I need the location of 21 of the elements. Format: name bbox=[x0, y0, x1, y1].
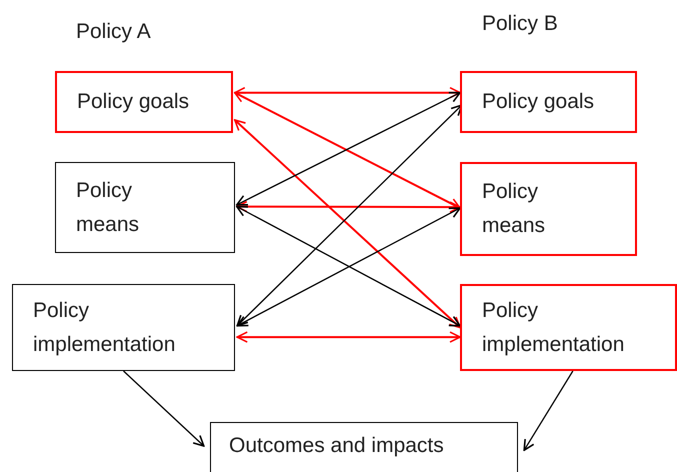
process-box bbox=[12, 284, 235, 371]
box-label: Policy means bbox=[76, 178, 140, 238]
process-box bbox=[460, 71, 637, 133]
process-box bbox=[55, 71, 233, 133]
box-label: Policy implementation bbox=[482, 298, 626, 358]
arrow bbox=[236, 200, 461, 213]
box-label: Policy goals bbox=[482, 89, 594, 115]
box-label: Policy goals bbox=[77, 89, 190, 115]
column-heading: Policy A bbox=[76, 20, 151, 44]
process-box bbox=[460, 284, 677, 371]
box-label: Policy means bbox=[482, 179, 546, 239]
box-label: Outcomes and impacts bbox=[229, 433, 444, 459]
box-label: Policy implementation bbox=[33, 298, 176, 358]
arrow bbox=[123, 370, 205, 447]
process-box bbox=[210, 422, 518, 472]
column-heading: Policy B bbox=[482, 12, 558, 36]
arrow bbox=[523, 370, 574, 451]
arrow bbox=[236, 331, 461, 343]
process-box bbox=[460, 162, 637, 256]
process-box bbox=[55, 162, 235, 253]
arrow bbox=[234, 86, 461, 98]
